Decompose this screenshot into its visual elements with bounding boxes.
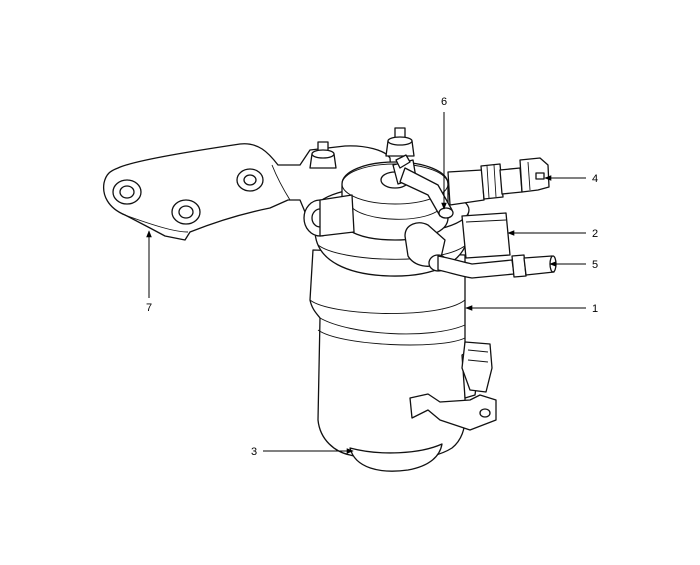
callout-4: 4 xyxy=(592,173,598,185)
callout-2: 2 xyxy=(592,228,598,240)
water-sensor-bracket xyxy=(409,341,497,431)
callout-labels: 6 4 2 5 1 3 7 xyxy=(146,96,598,458)
filter-canister xyxy=(309,249,466,472)
callout-3: 3 xyxy=(251,446,257,458)
callout-5: 5 xyxy=(592,259,598,271)
callout-1: 1 xyxy=(592,303,598,315)
mounting-studs xyxy=(309,127,415,169)
inlet-fitting xyxy=(447,157,550,206)
callout-6: 6 xyxy=(441,96,447,108)
callout-7: 7 xyxy=(146,302,152,314)
leader-lines xyxy=(146,112,586,454)
outlet-tube xyxy=(399,167,454,219)
